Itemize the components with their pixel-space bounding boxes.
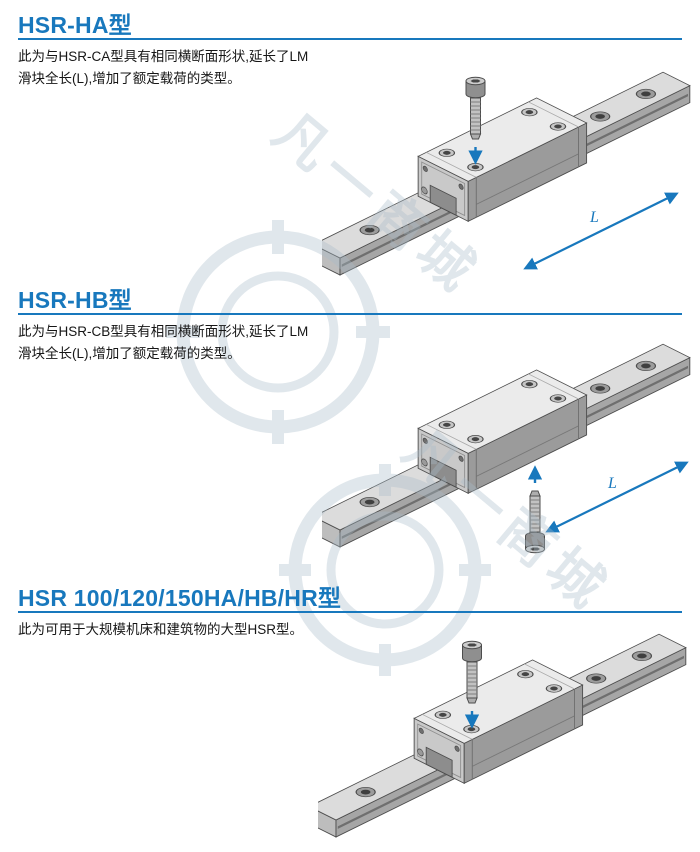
linear-guide-assembly [311,342,692,549]
linear-guide-drawing: L [311,70,692,277]
illustration-hsr-hb: L [311,318,697,581]
illustration-hsr-ha: L [311,46,697,296]
section-heading-hsr-hb: HSR-HB型 [18,287,132,313]
bolt-from-bottom [526,471,545,553]
length-dimension: L [523,192,679,270]
section-heading-hsr-large: HSR 100/120/150HA/HB/HR型 [18,585,342,611]
section-description-hsr-large: 此为可用于大规模机床和建筑物的大型HSR型。 [18,622,304,637]
section-heading-hsr-ha: HSR-HA型 [18,12,132,38]
section-description-hsr-ha: 此为与HSR-CA型具有相同横断面形状,延长了LM滑块全长(L),增加了额定载荷… [18,49,309,86]
dimension-line [523,192,679,270]
dimension-label-l: L [607,475,617,492]
heading-rule [18,38,682,40]
illustration-hsr-large [307,596,700,852]
linear-guide-assembly [307,632,688,839]
length-dimension: L [545,461,689,533]
heading-rule [18,611,682,613]
linear-guide-drawing [307,632,688,839]
linear-guide-drawing: L [311,342,692,576]
linear-guide-assembly [311,70,692,277]
dimension-label-l: L [589,209,599,226]
heading-rule [18,313,682,315]
dimension-line [545,461,689,533]
section-description-hsr-hb: 此为与HSR-CB型具有相同横断面形状,延长了LM滑块全长(L),增加了额定载荷… [18,324,309,361]
